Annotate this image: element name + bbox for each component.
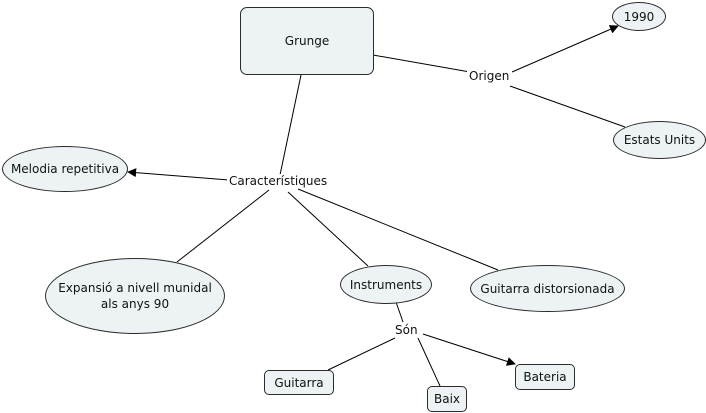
node-guitarra-distorsionada[interactable]: Guitarra distorsionada <box>470 265 625 312</box>
link-label-caracteristiques: Característiques <box>227 174 330 188</box>
node-expansio[interactable]: Expansió a nivell munidal als anys 90 <box>45 258 225 334</box>
node-guitarra[interactable]: Guitarra <box>264 370 334 395</box>
node-bateria[interactable]: Bateria <box>515 364 575 390</box>
line-son-bateria <box>422 333 516 366</box>
node-melodia-label: Melodia repetitiva <box>10 162 120 176</box>
node-bateria-label: Bateria <box>523 370 567 384</box>
node-guitarra-label: Guitarra <box>274 375 324 390</box>
node-baix[interactable]: Baix <box>427 386 467 412</box>
line-grunge-caracteristiques <box>279 74 302 176</box>
line-son-guitarra <box>327 337 396 371</box>
line-caracteristiques-instruments <box>287 191 369 267</box>
node-grunge-label: Grunge <box>284 34 330 48</box>
node-grunge[interactable]: Grunge <box>240 7 374 75</box>
line-origen-1990 <box>511 25 619 73</box>
node-instruments[interactable]: Instruments <box>340 265 432 304</box>
node-1990[interactable]: 1990 <box>612 2 666 31</box>
line-son-baix <box>417 337 441 387</box>
line-grunge-origen <box>372 54 471 73</box>
link-label-origen: Origen <box>467 69 512 83</box>
link-label-son: Són <box>393 323 420 337</box>
line-caracteristiques-guitarra-dist <box>297 188 499 271</box>
node-expansio-label: Expansió a nivell munidal als anys 90 <box>58 281 212 311</box>
line-caracteristiques-melodia <box>127 168 230 181</box>
node-estats-units[interactable]: Estats Units <box>613 121 706 159</box>
node-baix-label: Baix <box>433 392 461 406</box>
node-melodia-repetitiva[interactable]: Melodia repetitiva <box>2 146 128 192</box>
node-instruments-label: Instruments <box>349 277 423 292</box>
node-1990-label: 1990 <box>623 9 655 24</box>
node-estats-units-label: Estats Units <box>623 133 696 147</box>
node-guitarra-dist-label: Guitarra distorsionada <box>480 281 615 296</box>
line-caracteristiques-expansio <box>176 189 270 263</box>
line-origen-estats-units <box>509 85 626 128</box>
line-instruments-son <box>395 301 404 323</box>
